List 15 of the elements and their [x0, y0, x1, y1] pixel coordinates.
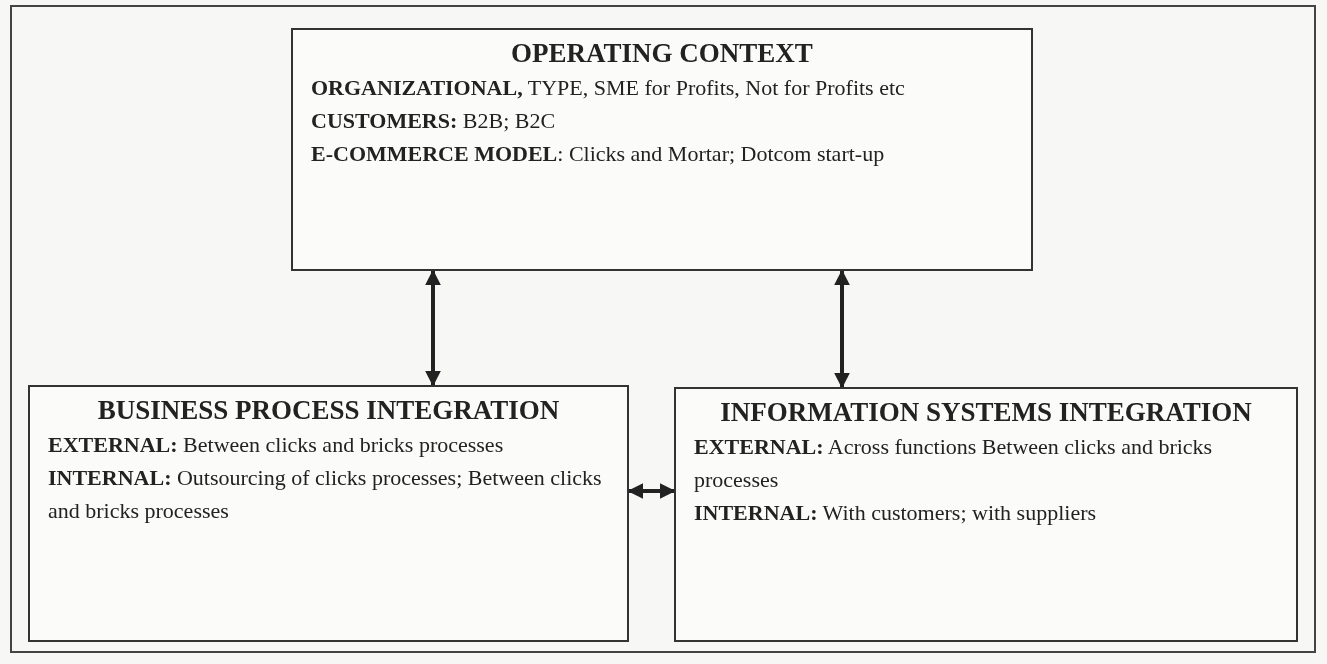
box-heading: INFORMATION SYSTEMS INTEGRATION: [719, 397, 1253, 428]
text-box: [674, 387, 1298, 642]
box-text: CUSTOMERS: B2B; B2C: [311, 107, 557, 135]
double-arrow: [834, 269, 850, 389]
text-box: [28, 385, 629, 642]
text-box: [291, 28, 1033, 271]
box-heading: BUSINESS PROCESS INTEGRATION: [96, 395, 561, 426]
box-text: INTERNAL: With customers; with suppliers: [694, 499, 1098, 527]
box-heading: OPERATING CONTEXT: [510, 38, 814, 69]
double-arrow: [425, 269, 441, 387]
box-text: ORGANIZATIONAL, TYPE, SME for Profits, Not for Profits etc: [311, 74, 906, 102]
box-text: EXTERNAL: Across functions Between clicks and bricks processes: [694, 433, 1214, 494]
box-text: EXTERNAL: Between clicks and bricks processes: [48, 431, 505, 459]
box-text: E-COMMERCE MODEL: Clicks and Mortar; Dotcom start-up: [311, 140, 886, 168]
box-text: INTERNAL: Outsourcing of clicks processes; Between clicks and bricks processes: [48, 464, 603, 525]
